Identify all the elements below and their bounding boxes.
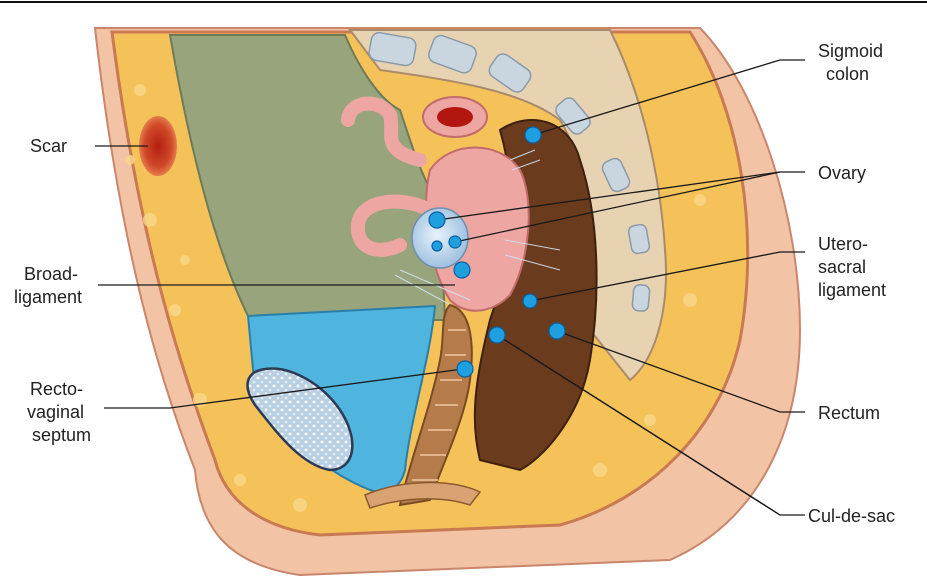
label-uterosacral-line3: ligament [818,280,886,300]
marker-uterosacral [523,294,537,308]
marker-rectovaginal [457,361,473,377]
marker-rectum [549,323,565,339]
label-rectovaginal-line1: Recto- [30,379,83,399]
marker-ovary-small [432,241,442,251]
label-sigmoid-line2: colon [826,64,869,84]
label-broad-ligament-line1: Broad- [24,264,78,284]
label-uterosacral-line1: Utero- [818,234,868,254]
label-rectovaginal-line3: septum [32,425,91,445]
marker-broad-ligament [454,262,470,278]
marker-ovary-right [449,236,461,248]
marker-cul-de-sac [489,327,505,343]
label-rectovaginal-line2: vaginal [27,402,84,422]
label-scar: Scar [30,136,67,156]
marker-ovary-upper [429,212,445,228]
marker-sigmoid [525,127,541,143]
label-rectum: Rectum [818,403,880,423]
bowel-lumen [437,107,473,127]
label-ovary: Ovary [818,163,866,183]
label-uterosacral-line2: sacral [818,257,866,277]
label-sigmoid-line1: Sigmoid [818,41,883,61]
label-cul-de-sac: Cul-de-sac [808,506,895,526]
label-broad-ligament-line2: ligament [14,287,82,307]
